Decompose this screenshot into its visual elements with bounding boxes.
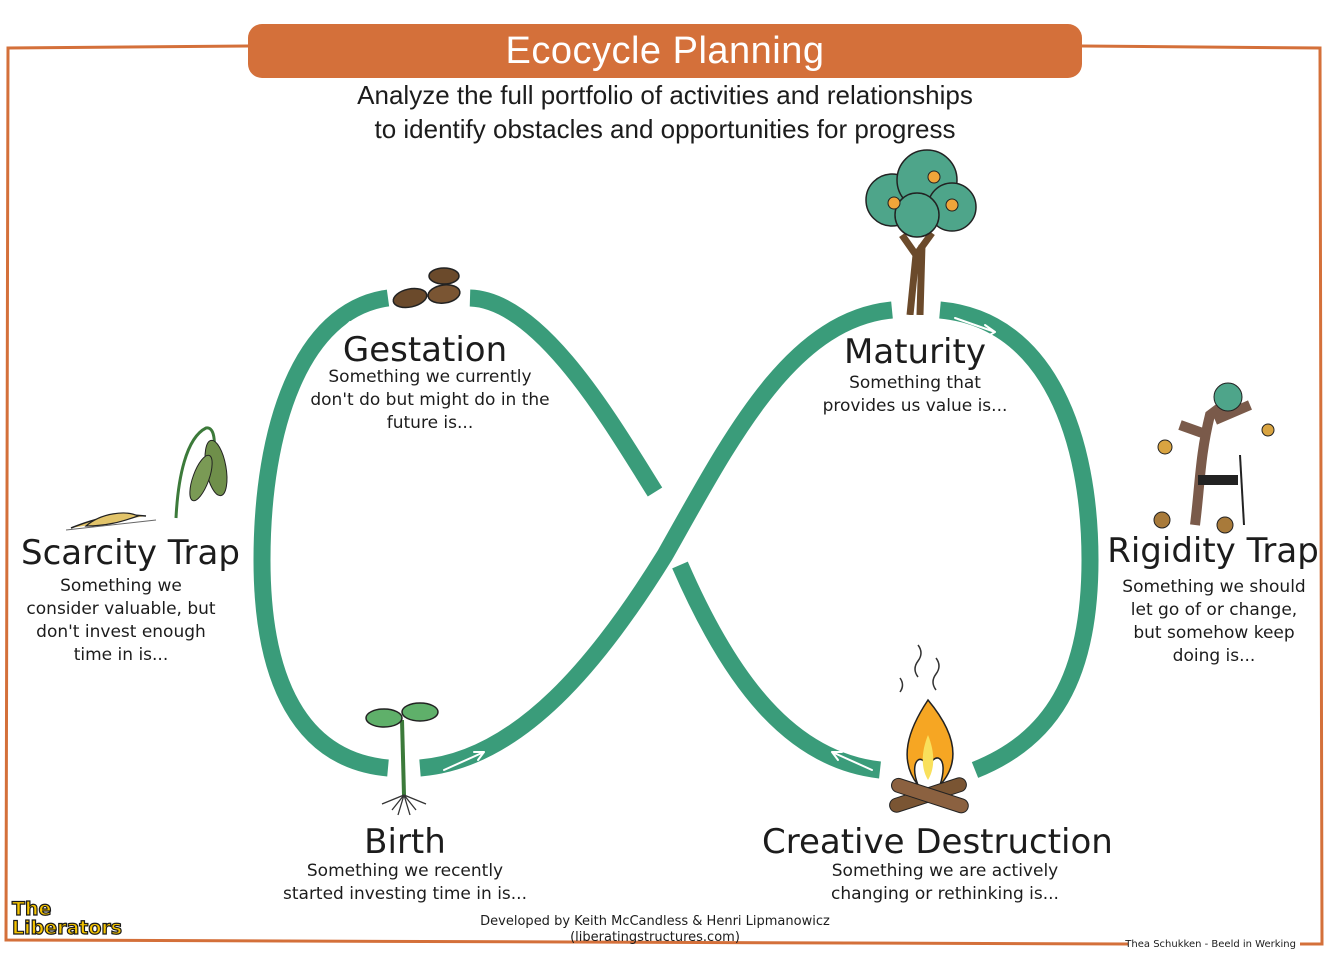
subtitle-line-2: to identify obstacles and opportunities … <box>374 114 956 144</box>
stage-desc-rigidity-trap: Something we should let go of or change,… <box>1110 576 1318 668</box>
credit-line-2: (liberatingstructures.com) <box>570 930 740 945</box>
credit-line-1: Developed by Keith McCandless & Henri Li… <box>480 914 830 929</box>
gestation-desc-line-2: don't do but might do in the <box>310 390 550 410</box>
loop-left-top-arc <box>253 289 390 777</box>
logo-line-1: The <box>11 898 52 920</box>
maturity-desc-line-1: Something that <box>849 373 981 393</box>
seeds-illustration <box>392 267 461 309</box>
scarcity-desc-line-2: consider valuable, but <box>26 599 216 619</box>
old-tree-illustration <box>1153 382 1275 534</box>
artist-credit: Thea Schukken - Beeld in Werking <box>1125 939 1296 950</box>
stage-desc-maturity: Something that provides us value is... <box>800 372 1030 418</box>
stage-title-gestation: Gestation <box>342 330 508 370</box>
scarcity-desc-line-3: don't invest enough <box>36 622 206 642</box>
gestation-desc-line-3: future is... <box>386 413 474 433</box>
stage-desc-creative-destruction: Something we are actively changing or re… <box>810 860 1080 906</box>
stage-title-birth: Birth <box>364 822 446 862</box>
scarcity-desc-line-1: Something we <box>60 576 182 596</box>
gestation-desc-line-1: Something we currently <box>328 367 532 387</box>
stage-title-scarcity-trap: Scarcity Trap <box>21 533 240 573</box>
stage-desc-gestation: Something we currently don't do but migh… <box>290 366 570 435</box>
wilted-plant-illustration <box>66 426 228 531</box>
destruction-desc-line-2: changing or rethinking is... <box>831 884 1059 904</box>
rigidity-desc-line-4: doing is... <box>1172 646 1256 666</box>
credit: Developed by Keith McCandless & Henri Li… <box>440 914 870 946</box>
arrow-maturity <box>954 317 996 338</box>
maturity-desc-line-2: provides us value is... <box>822 396 1008 416</box>
loop-right-lower-arc <box>672 561 882 779</box>
arrow-gestation <box>341 315 381 334</box>
rigidity-desc-line-3: but somehow keep <box>1133 623 1295 643</box>
campfire-illustration <box>889 644 969 814</box>
logo-line-2: Liberators <box>11 917 123 939</box>
stage-title-creative-destruction: Creative Destruction <box>762 822 1113 862</box>
arrow-birth <box>443 751 485 771</box>
loop-left-upper-arc <box>469 289 663 497</box>
stage-desc-birth: Something we recently started investing … <box>270 860 540 906</box>
stage-title-maturity: Maturity <box>844 332 986 372</box>
destruction-desc-line-1: Something we are actively <box>831 861 1059 881</box>
sprout-illustration <box>365 702 439 816</box>
rigidity-desc-line-1: Something we should <box>1122 577 1306 597</box>
title-banner: Ecocycle Planning <box>248 24 1082 78</box>
subtitle-line-1: Analyze the full portfolio of activities… <box>357 80 973 110</box>
tree-illustration <box>865 149 977 315</box>
stage-title-rigidity-trap: Rigidity Trap <box>1107 531 1319 571</box>
birth-desc-line-2: started investing time in is... <box>283 884 527 904</box>
subtitle: Analyze the full portfolio of activities… <box>250 78 1080 146</box>
page-title: Ecocycle Planning <box>505 29 825 72</box>
liberators-logo: The Liberators <box>11 898 134 942</box>
birth-desc-line-1: Something we recently <box>306 861 504 881</box>
loop-right-top-arc <box>939 301 1099 778</box>
scarcity-desc-line-4: time in is... <box>73 645 169 665</box>
loop-left-lower-arc <box>419 301 893 777</box>
arrow-destruction <box>831 751 873 771</box>
stage-desc-scarcity-trap: Something we consider valuable, but don'… <box>16 575 226 667</box>
rigidity-desc-line-2: let go of or change, <box>1130 600 1298 620</box>
